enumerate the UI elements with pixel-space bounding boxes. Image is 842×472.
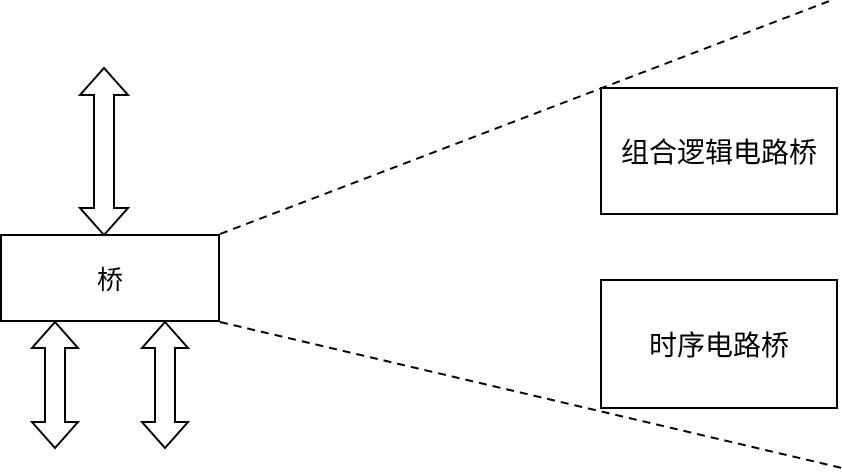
combinational-bridge-label: 组合逻辑电路桥: [620, 136, 817, 169]
sequential-bridge-label: 时序电路桥: [648, 329, 789, 362]
bridge-box: 桥: [0, 234, 220, 322]
bridge-label: 桥: [96, 265, 123, 296]
combinational-bridge-box: 组合逻辑电路桥: [600, 87, 838, 215]
double-arrow-bottom-right: [139, 320, 191, 450]
dashed-line-lower: [219, 321, 842, 469]
double-arrow-top: [77, 66, 131, 237]
dashed-line-upper: [219, 0, 833, 235]
double-arrow-bottom-left: [29, 320, 81, 450]
sequential-bridge-box: 时序电路桥: [600, 279, 838, 409]
